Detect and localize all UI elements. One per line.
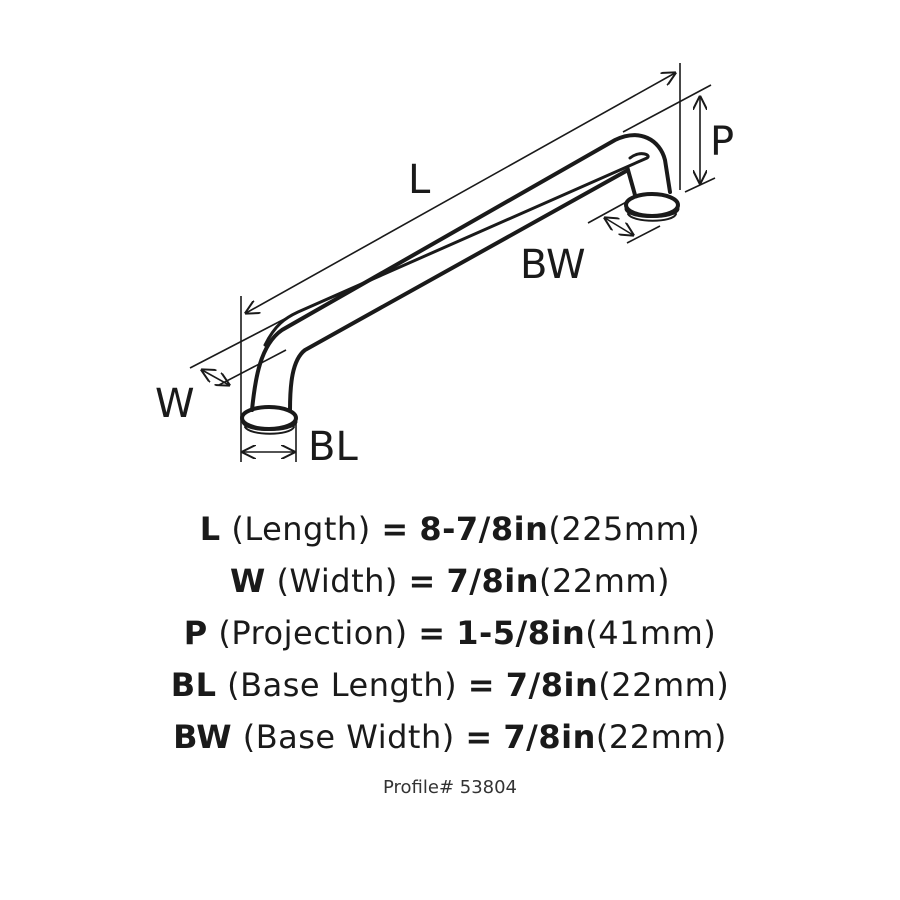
projection-extension-top: [622, 84, 712, 133]
base-length-label: BL: [308, 424, 358, 470]
spec-width: W (Width) = 7/8in(22mm): [229, 562, 671, 600]
width-extension-outer: [189, 311, 299, 369]
handle-dimension-drawing: L W P BL BW: [155, 63, 734, 470]
base-width-extension-1: [587, 199, 631, 224]
base-width-arrow: [605, 218, 633, 235]
specifications-list: L (Length) = 8-7/8in(225mm) W (Width) = …: [0, 503, 900, 763]
left-base: [240, 405, 298, 435]
spec-projection: P (Projection) = 1-5/8in(41mm): [183, 614, 717, 652]
right-base: [624, 192, 680, 222]
width-extension-inner: [218, 349, 287, 386]
dimension-lines: [189, 63, 716, 462]
cabinet-pull-handle: [240, 133, 680, 435]
handle-inner-edge: [288, 167, 637, 412]
profile-number: Profile# 53804: [382, 777, 518, 798]
base-width-label: BW: [520, 242, 586, 288]
spec-base-length: BL (Base Length) = 7/8in(22mm): [170, 666, 730, 704]
projection-extension-bottom: [684, 177, 716, 193]
spec-length: L (Length) = 8-7/8in(225mm): [199, 510, 701, 548]
length-label: L: [408, 157, 431, 203]
width-arrow: [202, 370, 229, 385]
length-arrow: [246, 73, 675, 313]
projection-label: P: [710, 119, 734, 165]
base-width-extension-2: [626, 225, 661, 244]
width-label: W: [155, 381, 195, 427]
handle-top-highlight: [263, 152, 650, 347]
spec-base-width: BW (Base Width) = 7/8in(22mm): [173, 718, 727, 756]
